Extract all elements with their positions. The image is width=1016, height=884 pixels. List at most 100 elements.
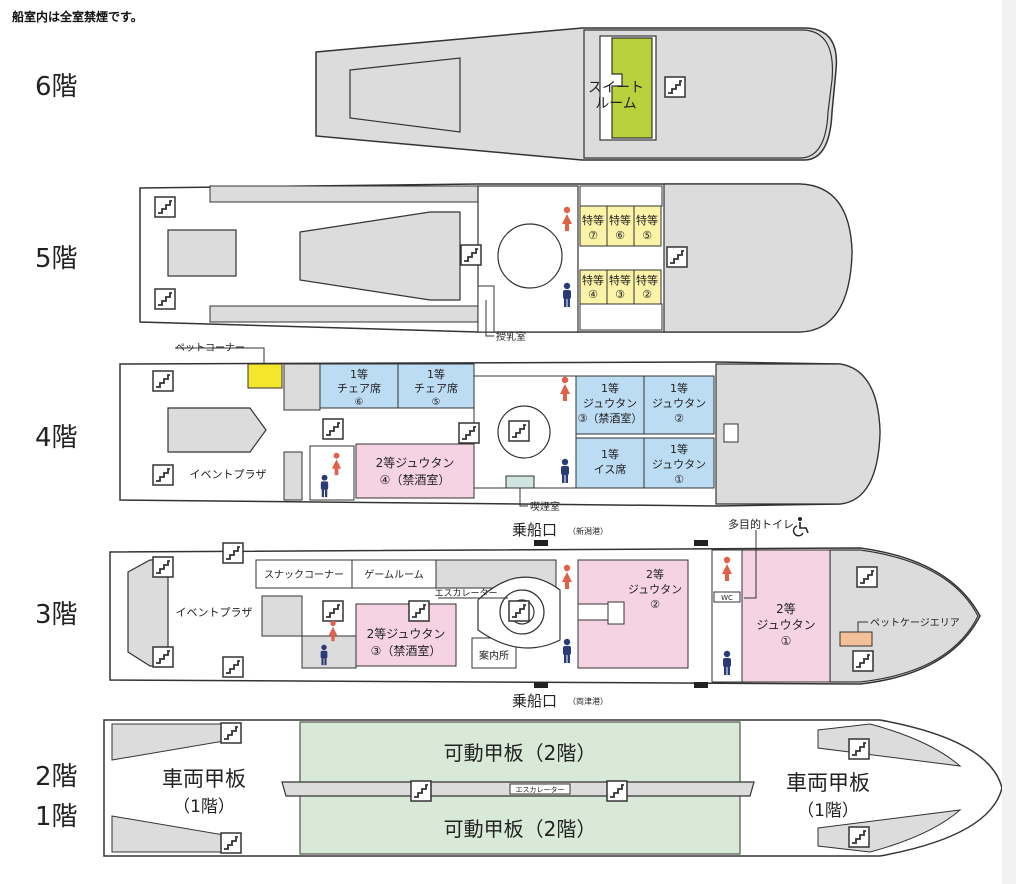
floor-label-3: 3階	[35, 600, 78, 630]
stairs-icon	[220, 832, 242, 854]
deck-1-2: エスカレーター 可動甲板（2階） 可動甲板（2階） 車両甲板 （1階） 車両甲板…	[103, 719, 1003, 857]
seat-label-2: イス席	[594, 462, 627, 476]
first-carpet-1	[643, 437, 715, 489]
escalator-label-3: エスカレーター	[434, 588, 497, 599]
tokuto-number-2: ②	[642, 288, 652, 301]
tokuto-number-3: ③	[615, 288, 625, 301]
boarding-door	[534, 540, 548, 546]
pet-corner-label: ペットコーナー	[175, 342, 245, 354]
chair5-label-2: チェア席	[414, 381, 458, 395]
stairs-icon	[152, 646, 174, 668]
chair6-label-2: チェア席	[337, 381, 381, 395]
second2-label-1: 2等	[646, 567, 664, 581]
first-seat	[575, 437, 645, 489]
seat-label-1: 1等	[601, 447, 619, 461]
vehicle-deck-right-label-1: 車両甲板	[786, 771, 870, 795]
event-plaza-label-3: イベントプラザ	[176, 606, 253, 619]
floor-label-2: 2階	[35, 762, 78, 792]
movable-deck-top	[299, 721, 741, 783]
stairs-icon	[152, 464, 174, 486]
pet-cage-label: ペットケージエリア	[870, 617, 960, 629]
movable-deck-bottom-label: 可動甲板（2階）	[444, 817, 597, 841]
stairs-icon	[460, 244, 482, 266]
carpet2-label-3: ②	[674, 412, 684, 425]
stairs-icon	[664, 76, 686, 98]
tokuto-number-5: ⑤	[642, 229, 652, 242]
stairs-icon	[852, 650, 874, 672]
nursing-room-label: 授乳室	[496, 330, 526, 343]
escalator-label-12: エスカレーター	[516, 785, 565, 794]
deck-4: ペットコーナー 1等 チェア席 ⑥ 1等 チェア席 ⑤ 2等ジュウタン ④（禁酒…	[119, 342, 881, 513]
second4-label-2: ④（禁酒室）	[380, 472, 451, 487]
tokuto-label: 特等	[609, 213, 631, 227]
chair6-number: ⑥	[355, 397, 364, 408]
vehicle-deck-left-label-1: 車両甲板	[162, 767, 246, 791]
stairs-icon	[508, 600, 530, 622]
chair5-number: ⑤	[432, 397, 441, 408]
movable-deck-bottom	[299, 795, 741, 855]
stairs-icon	[410, 780, 432, 802]
second3-label-2: ③（禁酒室）	[371, 643, 442, 658]
boarding-door	[534, 682, 548, 688]
first-carpet-3	[575, 375, 645, 435]
second1-label-1: 2等	[776, 602, 796, 616]
deck-6: スイート ルーム	[315, 27, 838, 161]
stairs-icon	[322, 600, 344, 622]
suite-label-2: ルーム	[595, 96, 637, 112]
second1-label-2: ジュウタン	[756, 618, 815, 632]
carpet3-label-1: 1等	[601, 381, 619, 395]
second2-label-2: ジュウタン	[628, 583, 682, 596]
stairs-icon	[606, 780, 628, 802]
second2-label-3: ②	[650, 598, 660, 611]
first-chair-5	[397, 363, 475, 409]
first-chair-6	[319, 363, 399, 409]
stairs-icon	[222, 542, 244, 564]
stairs-icon	[458, 422, 480, 444]
wheelchair-icon	[792, 517, 809, 537]
tokuto-number-4: ④	[588, 288, 598, 301]
stairs-icon	[322, 418, 344, 440]
stairs-icon	[856, 566, 878, 588]
tokuto-number-7: ⑦	[588, 229, 598, 242]
second-carpet-3	[355, 603, 457, 667]
tokuto-label: 特等	[582, 273, 604, 287]
carpet1-label-1: 1等	[670, 442, 688, 456]
stairs-icon	[666, 246, 688, 268]
floor-label-4: 4階	[35, 423, 78, 453]
tokuto-label: 特等	[636, 273, 658, 287]
smoking-room	[505, 475, 535, 489]
wc-label: WC	[721, 594, 733, 602]
second3-label-1: 2等ジュウタン	[367, 627, 446, 641]
second1-label-3: ①	[781, 634, 792, 648]
smoking-room-label: 喫煙室	[530, 500, 560, 513]
floor-label-5: 5階	[35, 244, 78, 274]
deck-5: 特等 特等 特等 ⑦ ⑥ ⑤ 特等 特等 特等 ④ ③ ② 授乳室	[139, 183, 853, 343]
info-desk-label: 案内所	[479, 649, 509, 662]
carpet2-label-1: 1等	[670, 381, 688, 395]
first-carpet-2	[643, 375, 715, 435]
page-scroll-strip[interactable]	[1002, 0, 1016, 884]
carpet3-label-2: ジュウタン	[583, 397, 637, 410]
boarding-door	[694, 540, 708, 546]
suite-room	[611, 37, 653, 139]
vehicle-deck-right-label-2: （1階）	[797, 801, 859, 821]
boarding-bottom-port: （両津港）	[568, 696, 608, 706]
stairs-icon	[848, 826, 870, 848]
stairs-icon	[154, 288, 176, 310]
pet-corner	[247, 363, 283, 389]
deck-3: 乗船口 （新潟港） 乗船口 （両津港） スナックコーナー ゲームルーム 2等ジュ…	[109, 517, 981, 710]
multi-toilet-label: 多目的トイレ	[728, 517, 794, 531]
pet-cage-area	[839, 631, 873, 647]
stairs-icon	[220, 722, 242, 744]
suite-label-1: スイート	[588, 80, 644, 96]
tokuto-label: 特等	[636, 213, 658, 227]
carpet1-label-3: ①	[674, 473, 684, 486]
stairs-icon	[222, 656, 244, 678]
tokuto-label: 特等	[582, 213, 604, 227]
stairs-icon	[154, 196, 176, 218]
second-carpet-4	[355, 443, 475, 499]
chair5-label-1: 1等	[427, 367, 445, 381]
snack-corner-label: スナックコーナー	[264, 569, 344, 581]
second-carpet-1	[741, 549, 831, 683]
